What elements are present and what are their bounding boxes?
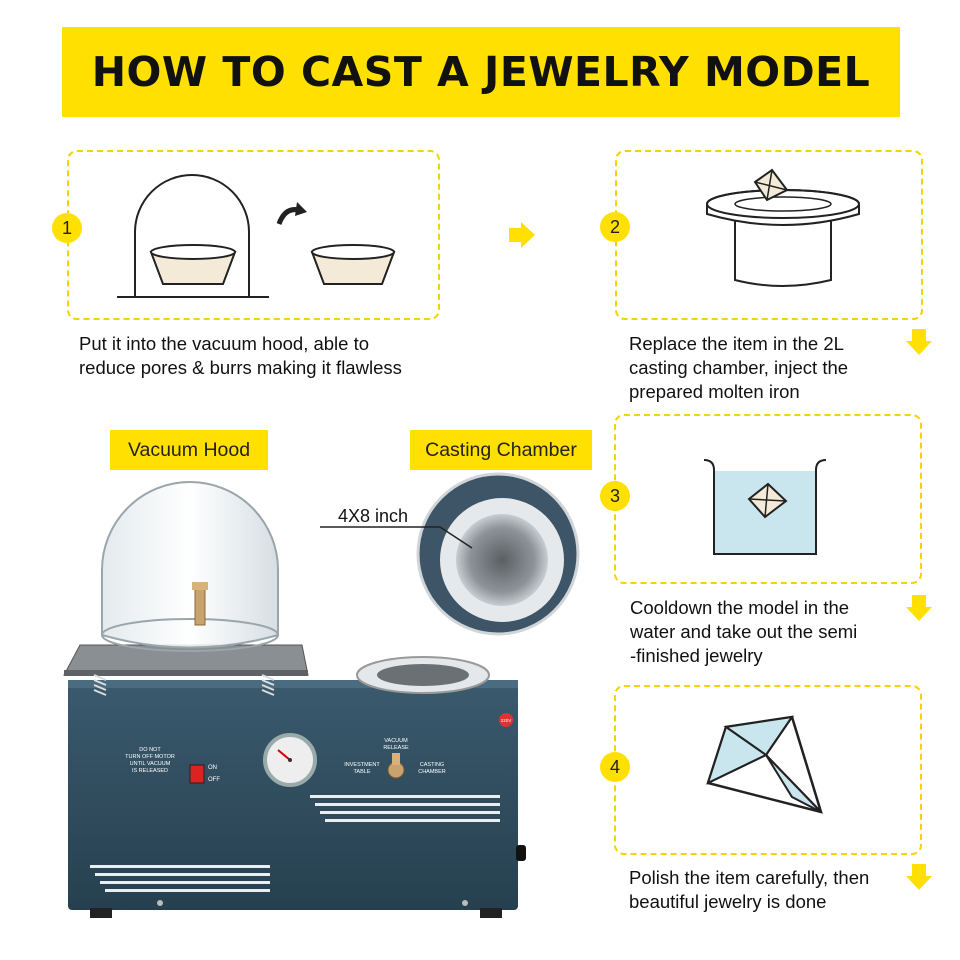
step-3-badge: 3 <box>600 481 630 511</box>
step-1-description: Put it into the vacuum hood, able to red… <box>79 333 402 378</box>
gem-icon <box>753 168 789 202</box>
gem-icon <box>747 482 788 519</box>
valve-label-investment: INVESTMENT <box>344 762 380 768</box>
valve-label-release: RELEASE <box>383 745 409 751</box>
down-arrow-icon <box>906 595 932 621</box>
step-3-box <box>614 414 922 584</box>
warning-line-3: IS RELEASED <box>132 768 168 774</box>
switch-on-label: ON <box>208 765 217 771</box>
vent-grille-left <box>90 865 270 892</box>
vacuum-dome-icon <box>134 174 250 297</box>
step-2-box <box>615 150 923 320</box>
casting-chamber-icon <box>734 217 832 287</box>
power-switch <box>189 764 205 784</box>
vacuum-casting-machine: ON OFF DO NOT TURN OFF MOTOR UNTIL VACUU… <box>63 472 580 918</box>
step-4-box <box>614 685 922 855</box>
valve-label-casting: CASTING <box>420 762 444 768</box>
switch-off-label: OFF <box>208 777 220 783</box>
warning-line-2: UNTIL VACUUM <box>130 761 171 767</box>
step-3-illustration <box>703 459 827 555</box>
down-arrow-icon <box>906 864 932 890</box>
step-1-badge: 1 <box>52 213 82 243</box>
down-arrow-icon <box>906 329 932 355</box>
valve-label-vacuum: VACUUM <box>384 738 408 744</box>
step-3-description: Cooldown the model in the water and take… <box>630 597 858 666</box>
warning-line-0: DO NOT <box>139 747 161 753</box>
gem-icon <box>706 715 823 814</box>
page-title: HOW TO CAST A JEWELRY MODEL <box>91 48 871 96</box>
spring-icon <box>93 674 107 696</box>
machine-body <box>68 680 518 910</box>
dimension-label: 4X8 inch <box>338 506 409 526</box>
title-banner: HOW TO CAST A JEWELRY MODEL <box>62 27 900 117</box>
warning-line-1: TURN OFF MOTOR <box>125 754 175 760</box>
step-4-description: Polish the item carefully, then beautifu… <box>629 867 870 912</box>
voltage-sticker-label: 220V <box>501 718 512 723</box>
voltage-sticker <box>499 713 513 727</box>
spring-icon <box>261 674 275 696</box>
water-container-icon <box>703 459 827 555</box>
step-4-badge: 4 <box>600 752 630 782</box>
vacuum-hood-dome <box>101 481 279 649</box>
step-2-illustration <box>706 168 860 287</box>
step-4-illustration <box>706 715 823 814</box>
right-arrow-icon <box>509 222 535 248</box>
vent-grille-right <box>310 795 500 822</box>
step-2-badge: 2 <box>600 212 630 242</box>
step-1-box <box>67 150 440 320</box>
casting-chamber-label: Casting Chamber <box>410 430 592 470</box>
step-1-illustration <box>117 174 396 298</box>
vacuum-hood-label: Vacuum Hood <box>110 430 268 470</box>
valve-label-table: TABLE <box>353 769 370 775</box>
step-2-description: Replace the item in the 2L casting chamb… <box>629 333 849 402</box>
valve-label-chamber: CHAMBER <box>418 769 446 775</box>
